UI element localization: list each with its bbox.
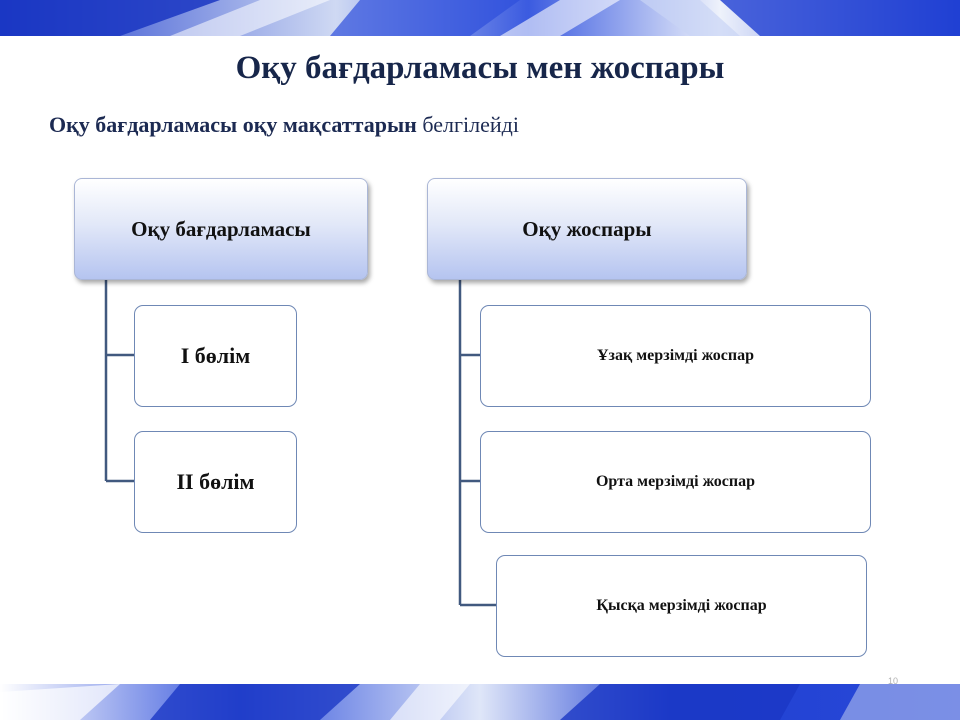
top-decorative-band bbox=[0, 0, 960, 36]
part-1-label: І бөлім bbox=[180, 343, 251, 368]
program-head-label: Оқу бағдарламасы bbox=[131, 216, 311, 241]
mid-term-plan-box: Орта мерзімді жоспар bbox=[480, 431, 871, 533]
part-1-box: І бөлім bbox=[134, 305, 297, 407]
mid-term-plan-label: Орта мерзімді жоспар bbox=[595, 473, 755, 490]
program-head-box: Оқу бағдарламасы bbox=[74, 178, 368, 280]
bottom-decorative-band bbox=[0, 684, 960, 720]
part-2-label: ІІ бөлім bbox=[176, 469, 255, 494]
slide-subtitle: Оқу бағдарламасы оқу мақсаттарын белгіле… bbox=[49, 112, 519, 138]
long-term-plan-box: Ұзақ мерзімді жоспар bbox=[480, 305, 871, 407]
part-2-box: ІІ бөлім bbox=[134, 431, 297, 533]
subtitle-regular-text: белгілейді bbox=[422, 112, 519, 137]
short-term-plan-box: Қысқа мерзімді жоспар bbox=[496, 555, 867, 657]
long-term-plan-label: Ұзақ мерзімді жоспар bbox=[596, 347, 755, 364]
subtitle-bold-text: Оқу бағдарламасы оқу мақсаттарын bbox=[49, 112, 417, 137]
slide-title: Оқу бағдарламасы мен жоспары bbox=[235, 50, 725, 86]
plan-head-label: Оқу жоспары bbox=[522, 216, 652, 241]
page-number: 10 bbox=[888, 676, 899, 686]
plan-head-box: Оқу жоспары bbox=[427, 178, 747, 280]
short-term-plan-label: Қысқа мерзімді жоспар bbox=[596, 597, 767, 614]
